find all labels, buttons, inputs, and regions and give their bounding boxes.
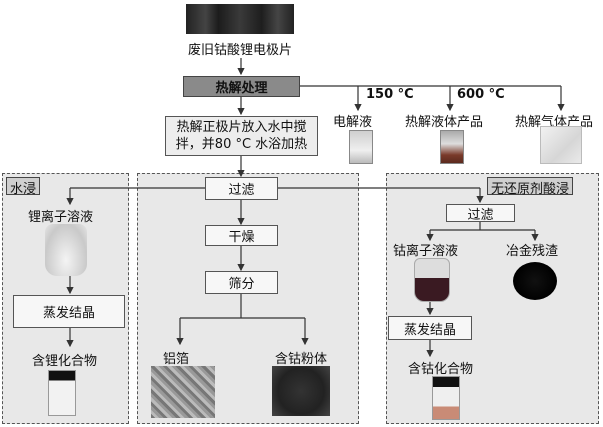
evaporation-box-left: 蒸发结晶 [13, 295, 125, 328]
lithium-solution-flask-photo [45, 224, 87, 276]
electrode-sheet-photo [186, 4, 294, 34]
acid-leach-tag: 无还原剂酸浸 [487, 177, 573, 195]
cobalt-compound-label: 含钴化合物 [408, 358, 473, 377]
residue-label: 冶金残渣 [506, 240, 558, 259]
cobalt-compound-jar-photo [432, 376, 460, 420]
filter-box-middle: 过滤 [205, 177, 278, 200]
residue-photo [513, 262, 557, 300]
soak-step-line2: 拌，并80 °C 水浴加热 [176, 136, 307, 153]
temp-600-label: 600 °C [457, 87, 505, 102]
al-foil-photo [151, 366, 215, 418]
electrode-sheet-label: 废旧钴酸锂电极片 [188, 39, 292, 58]
soak-step-line1: 热解正极片放入水中搅 [176, 119, 306, 136]
al-foil-label: 铝箔 [163, 348, 189, 367]
temp-150-label: 150 °C [366, 87, 414, 102]
electrolyte-vial-photo [349, 130, 373, 164]
water-leach-tag: 水浸 [6, 177, 40, 195]
cobalt-solution-label: 钴离子溶液 [393, 240, 458, 259]
liquid-product-vial-photo [440, 130, 464, 164]
sieve-box: 筛分 [205, 271, 278, 294]
cobalt-solution-flask-photo [414, 258, 450, 302]
cobalt-powder-label: 含钴粉体 [275, 348, 327, 367]
lithium-solution-label: 锂离子溶液 [28, 206, 93, 225]
liquid-product-label: 热解液体产品 [405, 111, 483, 130]
lithium-compound-label: 含锂化合物 [32, 350, 97, 369]
gas-product-bag-photo [540, 126, 582, 164]
soak-step-box: 热解正极片放入水中搅 拌，并80 °C 水浴加热 [165, 116, 318, 156]
pyrolysis-box: 热解处理 [183, 76, 300, 97]
filter-box-right: 过滤 [446, 204, 515, 222]
evaporation-box-right: 蒸发结晶 [388, 316, 472, 340]
electrolyte-label: 电解液 [333, 111, 372, 130]
cobalt-powder-photo [272, 366, 330, 416]
dry-box: 干燥 [205, 225, 278, 246]
lithium-compound-jar-photo [48, 370, 76, 416]
